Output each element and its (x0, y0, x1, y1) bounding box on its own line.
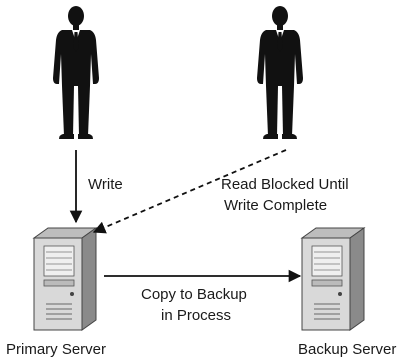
write-label: Write (88, 176, 123, 193)
primary-server-label: Primary Server (6, 341, 106, 358)
copy-label-line2: in Process (161, 307, 231, 324)
reader-person-icon (257, 6, 303, 139)
backup-server-label: Backup Server (298, 341, 396, 358)
read-blocked-label-line2: Write Complete (224, 197, 327, 214)
copy-label-line1: Copy to Backup (141, 286, 247, 303)
read-blocked-arrow (92, 149, 287, 234)
primary-server-icon (33, 227, 97, 331)
backup-server-icon (301, 227, 365, 331)
read-blocked-label-line1: Read Blocked Until (221, 176, 349, 193)
writer-person-icon (53, 6, 99, 139)
